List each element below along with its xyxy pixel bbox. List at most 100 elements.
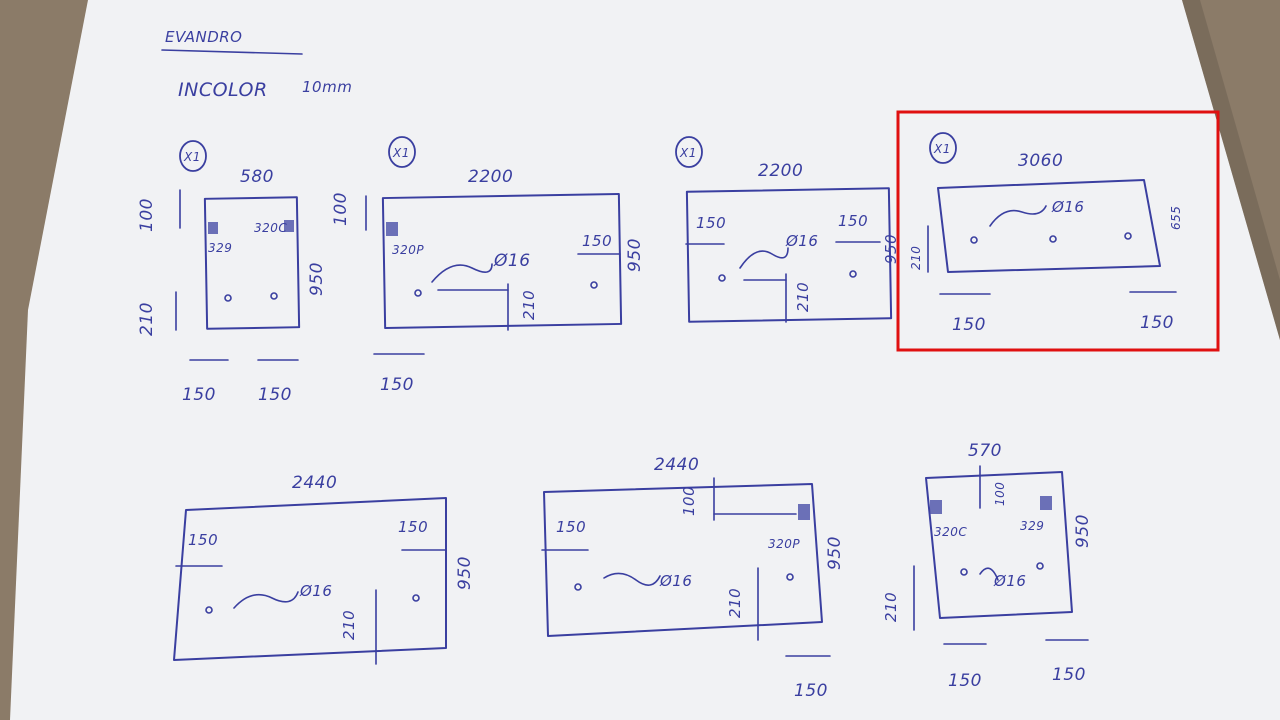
bottom-offset-label: 210 [137, 302, 157, 336]
hole [412, 594, 420, 602]
height-label: 950 [882, 234, 900, 264]
hole-label: Ø16 [659, 572, 692, 590]
thickness-label: 10mm [302, 78, 352, 96]
hole-label: Ø16 [993, 572, 1026, 590]
bottom-offset-label: 210 [794, 282, 812, 312]
hole [1036, 562, 1044, 570]
glass-panel [543, 483, 823, 637]
edge-right-label: 150 [794, 681, 828, 701]
edge-right-label: 150 [838, 212, 868, 230]
hole-leader [431, 263, 493, 283]
hole [224, 294, 232, 302]
hole [849, 270, 857, 278]
qty-badge [929, 132, 957, 164]
width-label: 3060 [1018, 151, 1063, 171]
edge-right-label: 150 [582, 232, 612, 250]
hole [1124, 232, 1132, 240]
top-offset-label: 100 [137, 198, 157, 232]
material-label: INCOLOR [178, 79, 268, 101]
hole [205, 606, 213, 614]
hinge-cutout [798, 504, 810, 520]
hinge-cutout-left [930, 500, 942, 514]
edge-right-label: 150 [398, 518, 428, 536]
hole-label: Ø16 [299, 582, 332, 600]
hole-label: Ø16 [1051, 198, 1084, 216]
highlight-box [896, 110, 1220, 352]
hinge-label-right: 329 [1020, 519, 1044, 533]
hinge-label: 320P [392, 243, 424, 257]
glass-panel [937, 179, 1161, 273]
qty-label: X1 [392, 146, 410, 160]
bottom-offset-label: 210 [882, 592, 900, 622]
qty-label: X1 [679, 146, 697, 160]
hinge-cutout-left [208, 222, 218, 234]
top-offset-label: 100 [993, 482, 1007, 506]
panel-4: X1 3060 Ø16 210 655 150 150 [896, 110, 1220, 352]
height-label: 655 [1169, 206, 1183, 230]
glass-panel [173, 497, 447, 661]
hole [718, 274, 726, 282]
edge-left-label: 150 [948, 671, 982, 691]
hinge-label-right: 320C [254, 221, 287, 235]
edge-left-label: 150 [952, 315, 986, 335]
left-offset-label: 210 [909, 246, 923, 270]
edge-left-label: 150 [556, 518, 586, 536]
paper-shadow [1182, 0, 1280, 340]
hinge-cutout-right [1040, 496, 1052, 510]
hinge-label-left: 329 [208, 241, 232, 255]
bottom-offset-label: 210 [340, 610, 358, 640]
top-offset-label: 100 [331, 192, 351, 226]
hole [574, 583, 582, 591]
width-label: 2200 [758, 161, 803, 181]
panel-6: 2440 100 320P 150 Ø16 210 950 150 [541, 455, 845, 701]
width-label: 580 [240, 167, 274, 187]
height-label: 950 [625, 238, 645, 272]
hinge-cutout [386, 222, 398, 236]
hole [786, 573, 794, 581]
bottom-offset-label: 210 [726, 588, 744, 618]
edge-right-label: 150 [1052, 665, 1086, 685]
hole-leader [989, 205, 1047, 227]
hinge-cutout-right [284, 220, 294, 232]
panel-1: X1 580 329 320C 100 210 950 150 150 [137, 140, 327, 405]
qty-badge [675, 136, 703, 168]
paper-sheet [10, 0, 1280, 720]
client-underline [161, 49, 303, 55]
edge-left-label: 150 [696, 214, 726, 232]
height-label: 950 [455, 556, 475, 590]
hole-label: Ø16 [493, 251, 531, 271]
panel-7: 570 100 320C 329 Ø16 950 210 150 150 [882, 441, 1093, 691]
panel-3: X1 2200 150 150 Ø16 210 950 [675, 136, 900, 323]
hole-leader [979, 567, 999, 581]
client-name: EVANDRO [165, 28, 242, 46]
qty-label: X1 [183, 150, 201, 164]
hole [1049, 235, 1057, 243]
edge-left-label: 150 [182, 385, 216, 405]
width-label: 2200 [468, 167, 513, 187]
glass-panel [203, 196, 301, 330]
glass-panel [381, 192, 623, 330]
edge-left-label: 150 [188, 531, 218, 549]
hole-leader [603, 572, 661, 586]
hole [960, 568, 968, 576]
hole-leader [233, 591, 299, 609]
hole-label: Ø16 [785, 232, 818, 250]
qty-label: X1 [933, 142, 951, 156]
qty-badge [388, 136, 416, 168]
hole [414, 289, 422, 297]
edge-left-label: 150 [380, 375, 414, 395]
width-label: 570 [968, 441, 1002, 461]
edge-right-label: 150 [258, 385, 292, 405]
height-label: 950 [825, 536, 845, 570]
width-label: 2440 [292, 473, 337, 493]
hole [590, 281, 598, 289]
width-label: 2440 [654, 455, 699, 475]
height-label: 950 [307, 262, 327, 296]
hinge-label-left: 320C [934, 525, 967, 539]
hole [270, 292, 278, 300]
glass-panel [685, 187, 893, 323]
edge-right-label: 150 [1140, 313, 1174, 333]
hole [970, 236, 978, 244]
height-label: 950 [1073, 514, 1093, 548]
panel-2: X1 2200 320P 100 Ø16 210 150 950 150 [331, 136, 645, 395]
